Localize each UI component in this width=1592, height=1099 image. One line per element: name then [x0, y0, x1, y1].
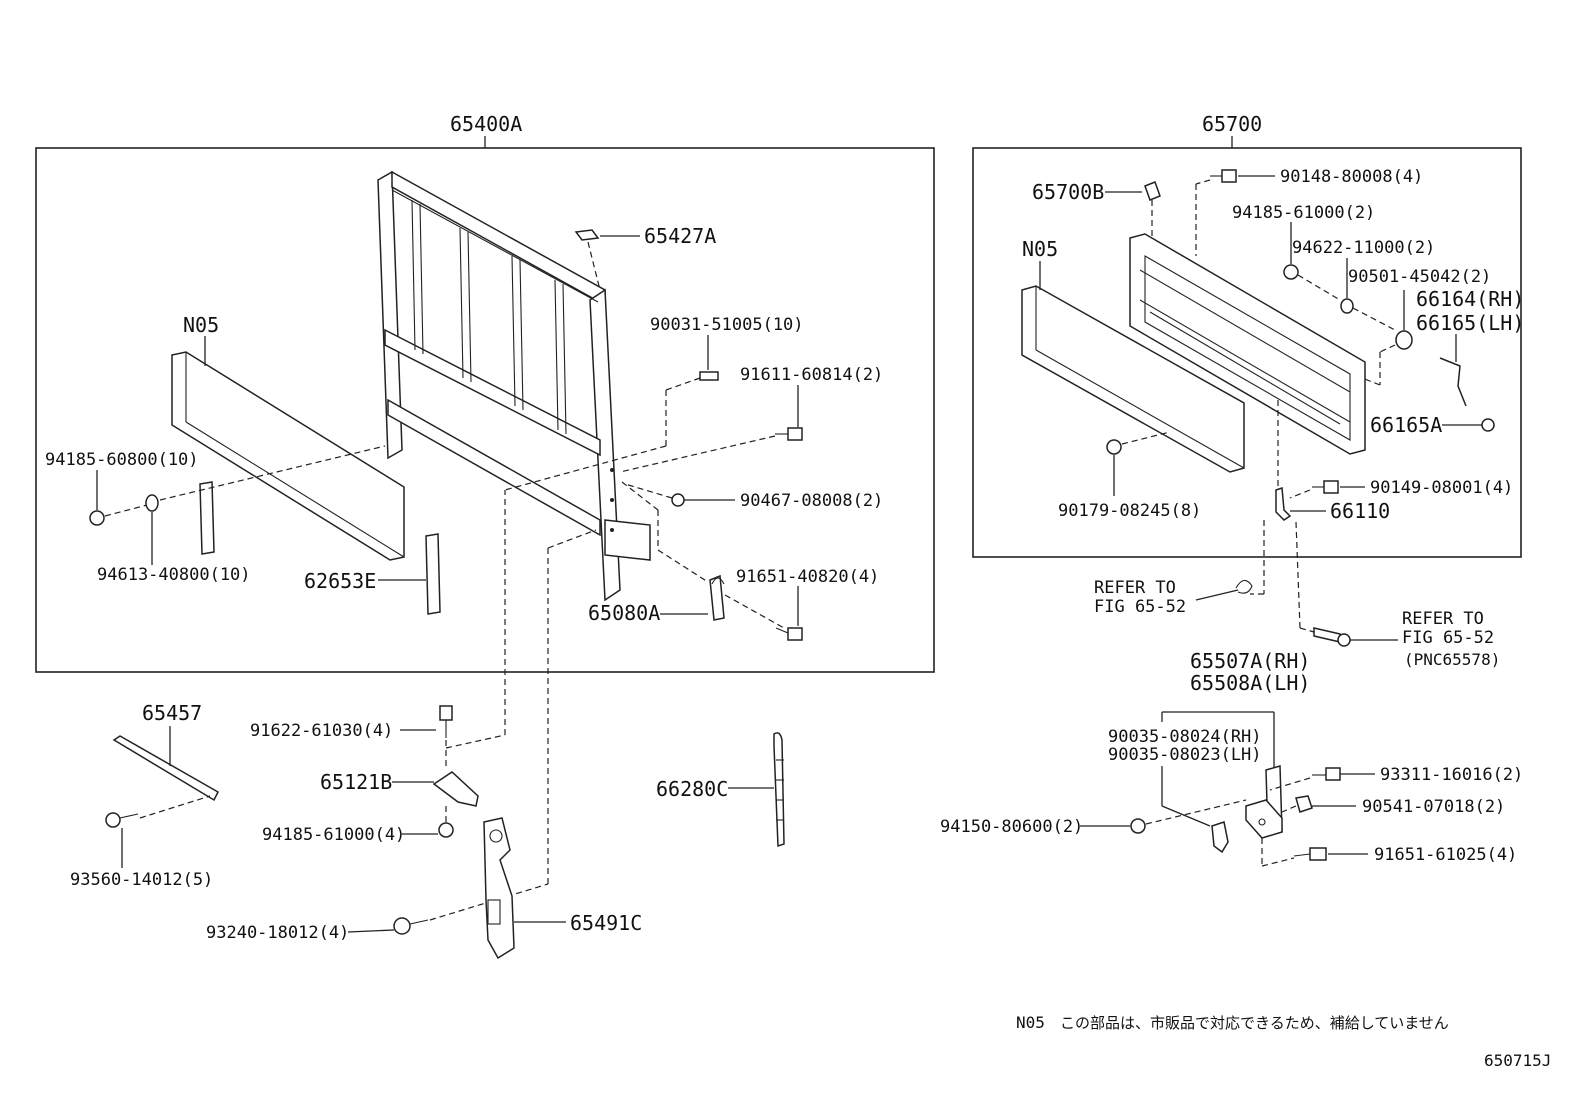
footnote-text: この部品は、市販品で対応できるため、補給していません [1060, 1014, 1449, 1032]
rear-frame-part[interactable] [377, 170, 651, 602]
label-90501[interactable]: 90501-45042(2) [1348, 267, 1491, 287]
rivet-90467-part[interactable] [671, 493, 685, 507]
label-93311[interactable]: 93311-16016(2) [1380, 765, 1523, 785]
label-n05-left[interactable]: N05 [183, 313, 219, 337]
label-65491C[interactable]: 65491C [570, 911, 642, 935]
knob-66165A-part[interactable] [1481, 418, 1495, 432]
label-65400A[interactable]: 65400A [450, 112, 522, 136]
label-refer2-line3[interactable]: (PNC65578) [1404, 650, 1500, 669]
label-66165[interactable]: 66165(LH) [1416, 311, 1524, 335]
label-66165A[interactable]: 66165A [1370, 413, 1442, 437]
bolt-91622-part[interactable] [439, 705, 453, 738]
hinge-bracket-part[interactable] [1245, 765, 1283, 839]
label-91611[interactable]: 91611-60814(2) [740, 365, 883, 385]
label-refer1-line2[interactable]: FIG 65-52 [1094, 597, 1186, 617]
spring-90501-part[interactable] [1395, 330, 1413, 350]
bracket-65121B-part[interactable] [432, 771, 479, 807]
label-66110[interactable]: 66110 [1330, 499, 1390, 523]
bracket-65491C-part[interactable] [483, 817, 515, 960]
label-refer1-line1[interactable]: REFER TO [1094, 578, 1176, 598]
label-90035-08023[interactable]: 90035-08023(LH) [1108, 745, 1262, 765]
label-62653E[interactable]: 62653E [304, 569, 376, 593]
bolt-93560-part[interactable] [105, 812, 139, 828]
pin-refer-part[interactable] [1313, 627, 1351, 647]
label-n05-right[interactable]: N05 [1022, 237, 1058, 261]
label-94613[interactable]: 94613-40800(10) [97, 565, 251, 585]
label-90149[interactable]: 90149-08001(4) [1370, 478, 1513, 498]
nut-94185-61000-right-part[interactable] [1283, 264, 1299, 280]
bolt-93240-part[interactable] [393, 917, 429, 935]
strip-small-part[interactable] [199, 481, 215, 555]
nut-94185-61000-bottom-part[interactable] [438, 822, 454, 838]
chain-66280C-part[interactable] [773, 732, 785, 848]
label-66164[interactable]: 66164(RH) [1416, 287, 1524, 311]
footnote-code: N05 [1016, 1013, 1045, 1032]
label-65080A[interactable]: 65080A [588, 601, 660, 625]
label-refer2-line1[interactable]: REFER TO [1402, 609, 1484, 629]
cap-65427A-part[interactable] [574, 229, 600, 241]
nut-94150-part[interactable] [1130, 818, 1146, 834]
bolt-90149-part[interactable] [1312, 480, 1339, 494]
label-94185-61000-bottom[interactable]: 94185-61000(4) [262, 825, 405, 845]
label-94185-61000-right[interactable]: 94185-61000(2) [1232, 203, 1375, 223]
label-94622[interactable]: 94622-11000(2) [1292, 238, 1435, 258]
label-93240[interactable]: 93240-18012(4) [206, 923, 349, 943]
label-65507A[interactable]: 65507A(RH) [1190, 649, 1310, 673]
board-n05-left[interactable] [171, 351, 405, 561]
bolt-91651-40820-part[interactable] [775, 627, 803, 641]
label-65427A[interactable]: 65427A [644, 224, 716, 248]
latch-66110-part[interactable] [1275, 486, 1292, 521]
handle-66164-part[interactable] [1439, 357, 1467, 407]
small-clip-part[interactable] [1211, 821, 1229, 854]
grommet-90541-part[interactable] [1295, 795, 1313, 813]
label-65121B[interactable]: 65121B [320, 770, 392, 794]
label-91622[interactable]: 91622-61030(4) [250, 721, 393, 741]
bolt-90031-part[interactable] [699, 371, 719, 381]
hook-65080A-part[interactable] [709, 574, 725, 621]
label-90541[interactable]: 90541-07018(2) [1362, 797, 1505, 817]
label-65457[interactable]: 65457 [142, 701, 202, 725]
fastener-90179-part[interactable] [1106, 439, 1122, 455]
bolt-90148-part[interactable] [1210, 169, 1237, 183]
label-94185-60800[interactable]: 94185-60800(10) [45, 450, 199, 470]
washer-94613-part[interactable] [145, 494, 159, 512]
bolt-93311-part[interactable] [1312, 767, 1341, 781]
label-refer2-line2[interactable]: FIG 65-52 [1402, 628, 1494, 648]
bolt-91611-part[interactable] [775, 427, 803, 441]
tailgate-frame-part[interactable] [1129, 233, 1366, 455]
label-90148[interactable]: 90148-80008(4) [1280, 167, 1423, 187]
label-65508A[interactable]: 65508A(LH) [1190, 671, 1310, 695]
label-90179[interactable]: 90179-08245(8) [1058, 501, 1201, 521]
board-n05-right[interactable] [1021, 285, 1245, 473]
bolt-91651-61025-part[interactable] [1293, 847, 1327, 861]
spring-clip-refer-part[interactable] [1235, 579, 1253, 594]
figure-id: 650715J [1484, 1051, 1551, 1070]
strip-65457-part[interactable] [112, 735, 219, 802]
label-65700B[interactable]: 65700B [1032, 180, 1104, 204]
clip-65700B-part[interactable] [1144, 181, 1161, 201]
label-90035-08024[interactable]: 90035-08024(RH) [1108, 727, 1262, 747]
label-65700[interactable]: 65700 [1202, 112, 1262, 136]
label-91651-61025[interactable]: 91651-61025(4) [1374, 845, 1517, 865]
strip-62653E-part[interactable] [425, 533, 441, 615]
label-90031[interactable]: 90031-51005(10) [650, 315, 804, 335]
label-66280C[interactable]: 66280C [656, 777, 728, 801]
label-90467[interactable]: 90467-08008(2) [740, 491, 883, 511]
washer-94622-part[interactable] [1340, 298, 1354, 314]
label-93560[interactable]: 93560-14012(5) [70, 870, 213, 890]
assembly-box-right [972, 147, 1522, 558]
label-91651-40820[interactable]: 91651-40820(4) [736, 567, 879, 587]
nut-94185-60800-part[interactable] [89, 510, 105, 526]
label-94150[interactable]: 94150-80600(2) [940, 817, 1083, 837]
